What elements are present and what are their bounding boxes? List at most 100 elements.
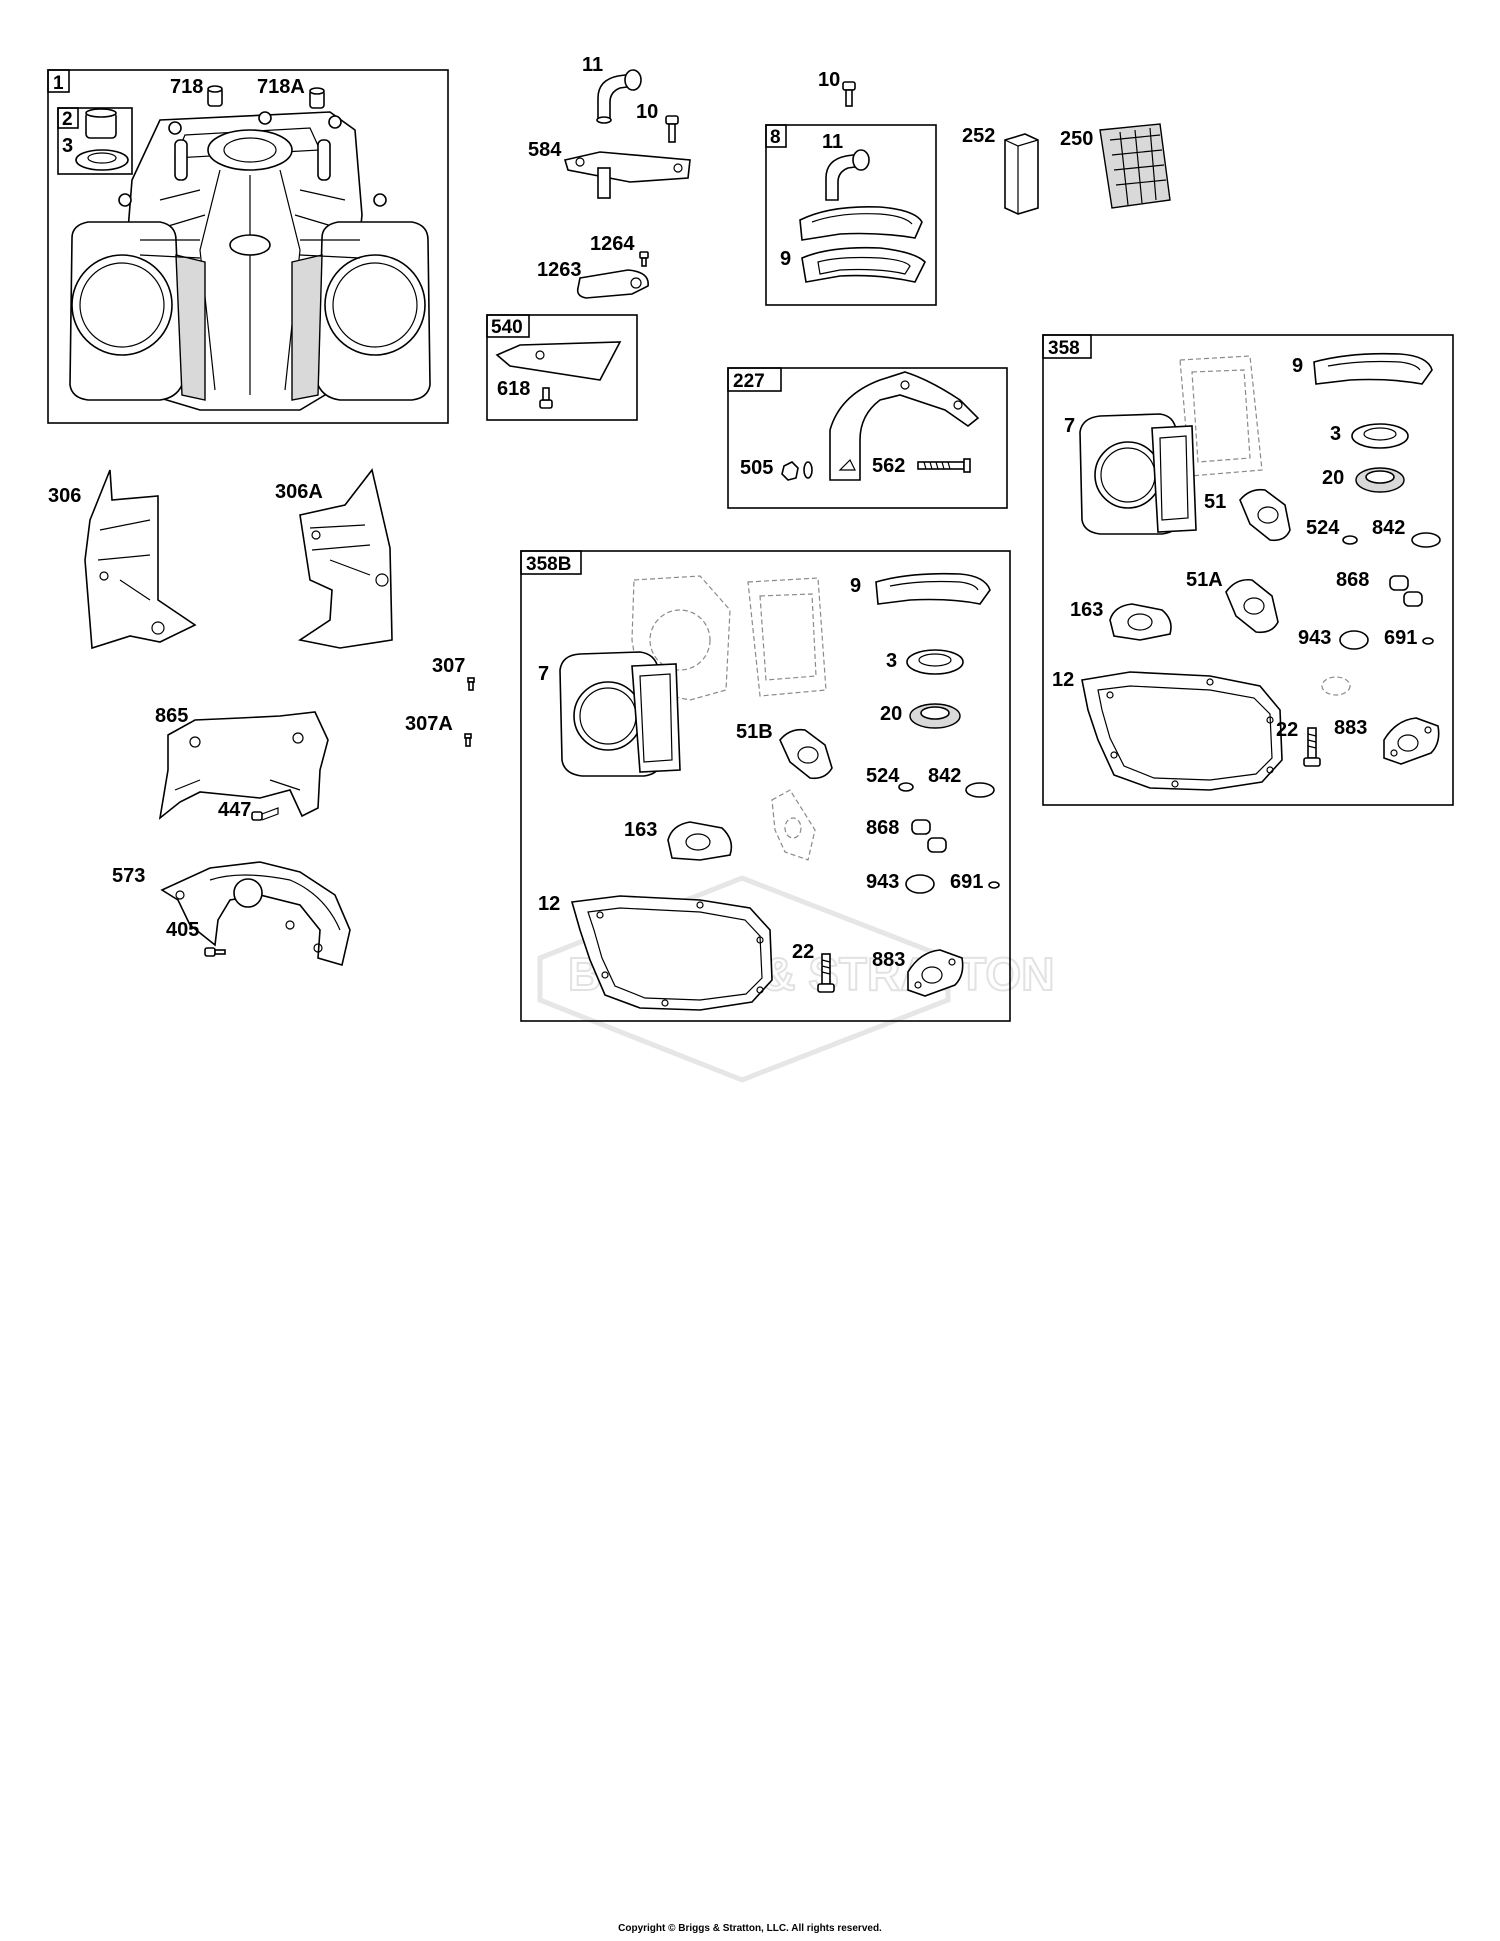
screw-307-part (467, 677, 475, 691)
head-gasket-358-7-part (1079, 413, 1197, 535)
washer-358-524-part (1342, 535, 1358, 545)
group-573-shroud: 573 405 (112, 861, 351, 967)
label-358B-943: 943 (866, 871, 899, 893)
group-shrouds: 306 306A 307 307A (48, 468, 475, 747)
label-358-868: 868 (1336, 569, 1369, 591)
label-358B-20: 20 (880, 703, 902, 725)
label-358B-868: 868 (866, 817, 899, 839)
box-2-frame (57, 107, 133, 175)
bushing-part (85, 108, 117, 139)
o-ring-358B-943-part (905, 874, 935, 894)
shroud-306-part (84, 469, 197, 650)
gasket-358-51-part (1239, 488, 1291, 542)
box-1-label: 1 (53, 73, 64, 94)
box-227-frame (727, 367, 1008, 509)
box-2-label: 2 (62, 109, 73, 130)
label-358B-3: 3 (886, 650, 897, 672)
o-ring-358-943-part (1339, 630, 1369, 650)
label-11: 11 (582, 54, 603, 76)
seal-part (75, 149, 129, 171)
label-11-b: 11 (822, 131, 843, 153)
gasket-358-163-part (1109, 603, 1172, 641)
screw-562-part (917, 458, 971, 473)
seal-358B-20-part (909, 703, 961, 729)
label-358B-9: 9 (850, 575, 861, 597)
screw-1264-part (639, 251, 649, 267)
washer-358-842-part (1411, 532, 1441, 548)
gasket-358-51A-part (1225, 578, 1279, 634)
reed-valve-1263-part (576, 269, 649, 299)
label-358B-12: 12 (538, 893, 560, 915)
label-718A: 718A (257, 76, 305, 98)
breather-cover-8-part (799, 205, 923, 241)
bracket-227-part (829, 371, 980, 481)
head-gasket-ghost-part (631, 575, 827, 701)
label-358-20: 20 (1322, 467, 1344, 489)
screw-307A-part (464, 733, 472, 747)
seal-358-20-part (1355, 467, 1405, 493)
valve-stem-seal-358B-868-part (911, 819, 947, 853)
box-358B-tag (520, 550, 582, 575)
group-breather: 11 10 584 1264 1263 540 (486, 54, 691, 421)
screw-10-b-part (842, 81, 856, 107)
label-307: 307 (432, 655, 465, 677)
label-405: 405 (166, 919, 199, 941)
label-358-524: 524 (1306, 517, 1340, 539)
breather-tube-11-b-part (825, 149, 870, 201)
group-227-bracket: 227 505 562 (727, 367, 1008, 509)
label-250: 250 (1060, 128, 1093, 150)
screw-447-part (251, 807, 279, 821)
foam-252-part (1004, 133, 1039, 215)
label-358-3: 3 (1330, 423, 1341, 445)
box-358B-frame (520, 550, 1011, 1022)
label-584: 584 (528, 139, 562, 161)
label-358B-7: 7 (538, 663, 549, 685)
label-9: 9 (780, 248, 791, 270)
group-8-breather-assembly: 10 8 11 9 (765, 69, 937, 306)
box-358-label: 358 (1048, 338, 1080, 359)
box-227-tag (727, 367, 782, 392)
label-10-b: 10 (818, 69, 840, 91)
label-358-22: 22 (1276, 719, 1298, 741)
box-358-frame (1042, 334, 1454, 806)
bolt-358B-22-part (817, 953, 835, 993)
breather-cover-584-part (563, 151, 691, 199)
crankcase-gasket-358B-12-part (570, 895, 773, 1011)
label-358-51: 51 (1204, 491, 1226, 513)
label-358-51A: 51A (1186, 569, 1223, 591)
label-306: 306 (48, 485, 81, 507)
box-2-tag (57, 107, 79, 129)
washer-358-691-part (1422, 637, 1434, 645)
shroud-306A-part (297, 468, 393, 649)
head-gasket-ghost-358-part (1179, 355, 1263, 477)
group-filters: 252 250 (962, 123, 1171, 215)
label-306A: 306A (275, 481, 323, 503)
group-358-gasket-kit: 358 9 7 3 20 51 (1042, 334, 1454, 806)
label-358-163: 163 (1070, 599, 1103, 621)
label-358-9: 9 (1292, 355, 1303, 377)
box-540-frame (486, 314, 638, 421)
washer-358B-524-part (898, 782, 914, 792)
gasket-9-part (801, 246, 926, 283)
label-1264: 1264 (590, 233, 635, 255)
label-358B-842: 842 (928, 765, 961, 787)
shield-540-part (495, 341, 622, 381)
breather-tube-11-part (596, 69, 642, 124)
box-358B-label: 358B (526, 554, 571, 575)
gasket-358-883-part (1383, 717, 1440, 765)
label-358-691: 691 (1384, 627, 1417, 649)
gasket-358B-883-part (907, 949, 964, 997)
box-1-frame (47, 69, 449, 424)
box-8-frame (765, 124, 937, 306)
seal-358B-3-part (906, 649, 964, 675)
bolt-358-22-part (1303, 727, 1321, 767)
box-1-tag (47, 69, 70, 93)
label-358-943: 943 (1298, 627, 1331, 649)
label-358B-691: 691 (950, 871, 983, 893)
nut-505-part (781, 461, 813, 481)
box-358-tag (1042, 334, 1092, 359)
copyright-notice: Copyright © Briggs & Stratton, LLC. All … (618, 1923, 882, 1934)
group-865-baffle: 865 447 (155, 705, 329, 821)
label-358-7: 7 (1064, 415, 1075, 437)
